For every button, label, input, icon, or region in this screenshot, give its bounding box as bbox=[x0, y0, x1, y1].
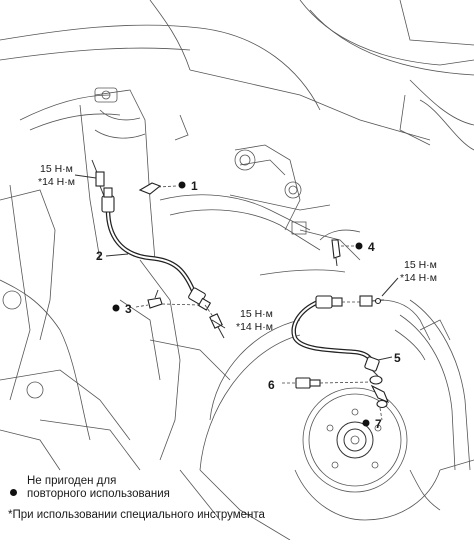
torque-label-upper-left: 15 Н·м *14 Н·м bbox=[38, 163, 75, 188]
svg-text:7: 7 bbox=[375, 417, 382, 431]
part-3-clip bbox=[135, 289, 201, 309]
callout-1: 1 bbox=[178, 179, 198, 193]
legend-not-reusable-text: Не пригоден для повторного использования bbox=[27, 475, 170, 500]
part-7-washer bbox=[369, 369, 389, 421]
svg-text:15 Н·м: 15 Н·м bbox=[404, 259, 437, 271]
callout-7: 7 bbox=[362, 417, 382, 431]
union-bolt-upper-left bbox=[91, 159, 105, 197]
legend-special-tool-note: *При использовании специального инструме… bbox=[8, 509, 265, 521]
svg-text:*14 Н·м: *14 Н·м bbox=[236, 321, 273, 333]
brake-hose-right bbox=[291, 295, 380, 372]
legend: Не пригоден для повторного использования… bbox=[8, 475, 468, 521]
svg-text:6: 6 bbox=[268, 378, 275, 392]
hose-fitting-upper bbox=[101, 195, 115, 213]
part-4-clip bbox=[331, 239, 358, 267]
leader-torque-mid bbox=[211, 319, 226, 329]
callout-3: 3 bbox=[112, 302, 132, 316]
svg-text:3: 3 bbox=[125, 302, 132, 316]
bullet-dot-icon bbox=[10, 489, 17, 496]
svg-text:*14 Н·м: *14 Н·м bbox=[400, 272, 437, 284]
hose-fitting-right-upper bbox=[315, 295, 333, 309]
brake-hose-left bbox=[101, 187, 212, 311]
part-1-clip bbox=[138, 182, 177, 195]
part-6-bolt bbox=[282, 377, 373, 389]
svg-text:15 Н·м: 15 Н·м bbox=[240, 308, 273, 320]
legend-row-not-reusable: Не пригоден для повторного использования bbox=[8, 475, 468, 501]
svg-text:15 Н·м: 15 Н·м bbox=[40, 163, 73, 175]
svg-text:4: 4 bbox=[368, 240, 375, 254]
leader-torque-right bbox=[381, 277, 399, 297]
svg-text:*14 Н·м: *14 Н·м bbox=[38, 176, 75, 188]
flare-nut-right bbox=[342, 295, 385, 307]
leader-torque-upper-left bbox=[74, 174, 97, 179]
callout-6: 6 bbox=[268, 378, 275, 392]
hose-fitting-nut-upper bbox=[103, 187, 113, 198]
svg-text:1: 1 bbox=[191, 179, 198, 193]
callout-2: 2 bbox=[96, 249, 129, 263]
callout-4: 4 bbox=[355, 240, 375, 254]
svg-text:5: 5 bbox=[394, 351, 401, 365]
flare-nut-icon bbox=[95, 171, 105, 187]
svg-text:2: 2 bbox=[96, 249, 103, 263]
torque-label-mid: 15 Н·м *14 Н·м bbox=[236, 308, 273, 333]
torque-label-right: 15 Н·м *14 Н·м bbox=[400, 259, 437, 284]
callout-5: 5 bbox=[377, 351, 401, 365]
hose-fitting-right-lower bbox=[364, 356, 380, 372]
